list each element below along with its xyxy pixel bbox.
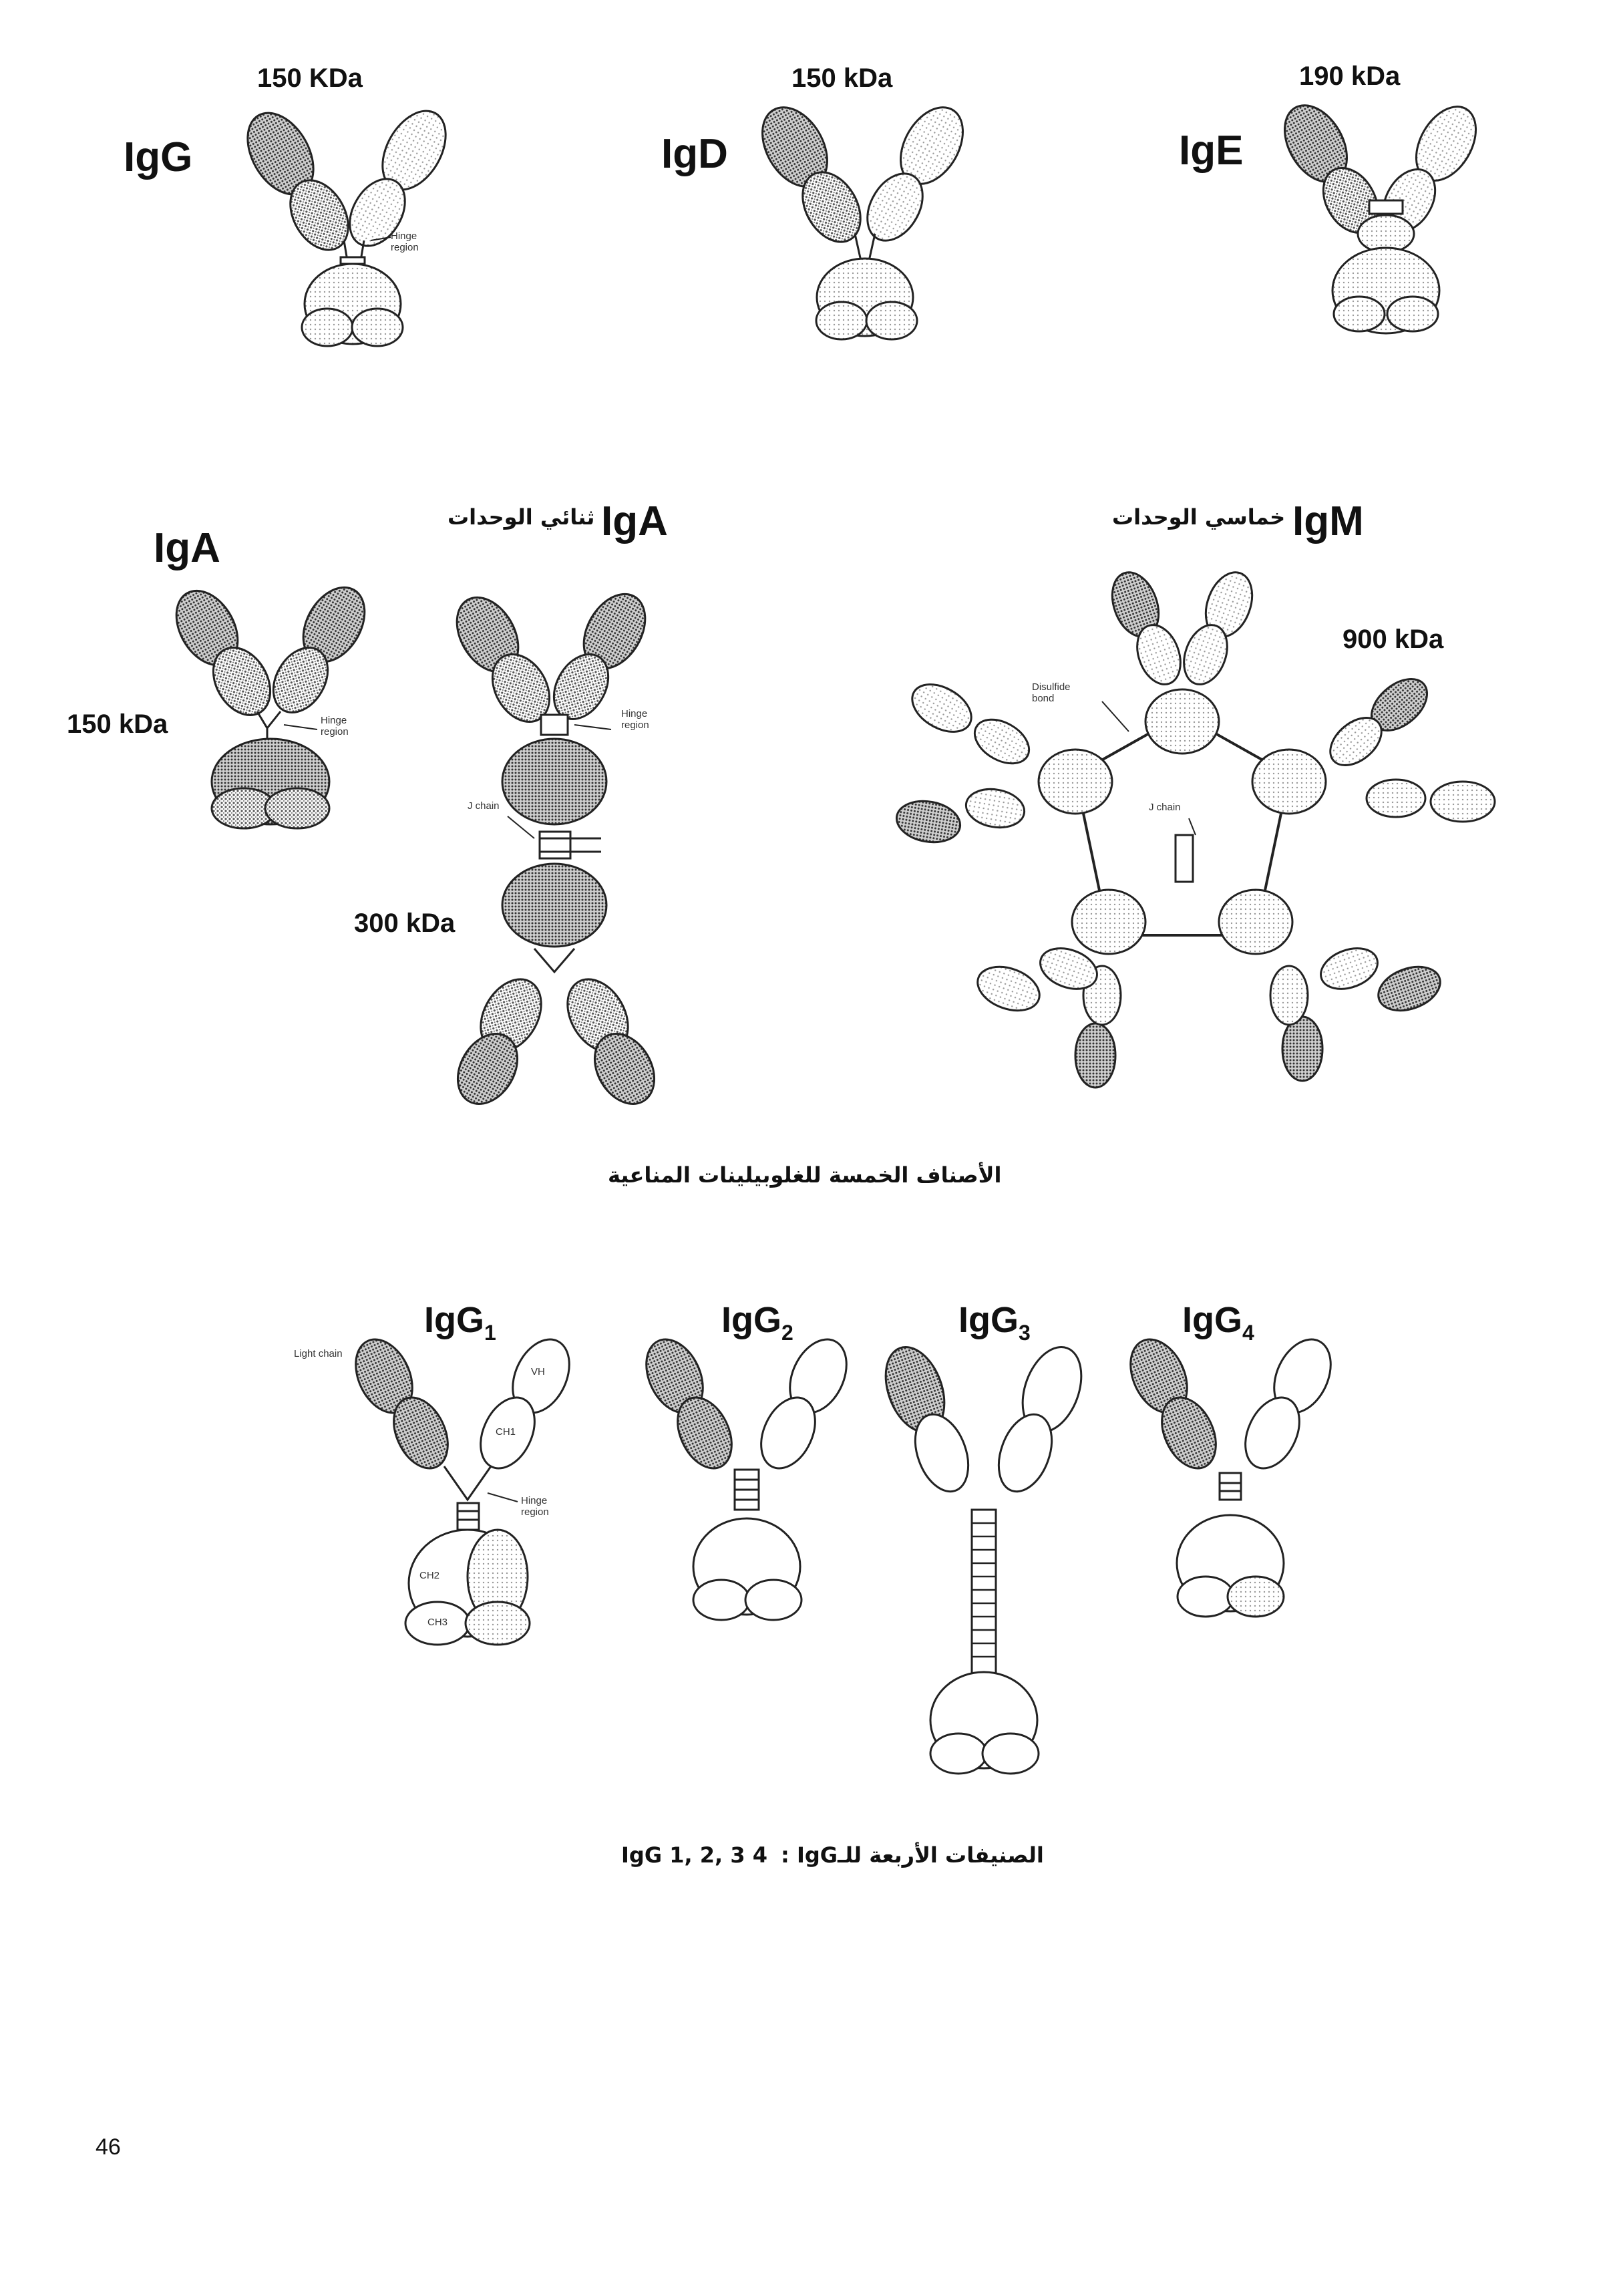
igg1-light-chain-label: Light chain [294, 1348, 343, 1359]
ige-title: IgE [1179, 128, 1244, 174]
igm-title: IgM [1292, 498, 1364, 544]
caption-subclasses-english: IgG 1, 2, 3 4 [621, 1842, 768, 1868]
igd-diagram [761, 106, 964, 341]
iga-dimer-arabic-label: ثنائي الوحدات [448, 504, 595, 530]
igm-pentamer-diagram [895, 571, 1496, 1089]
igg1-ch3-label: CH3 [427, 1617, 448, 1628]
igm-weight: 900 kDa [1343, 625, 1444, 654]
igg-weight: 150 KDa [257, 63, 363, 93]
figure-caption-classes: الأصناف الخمسة للغلوبيلينات المناعية [608, 1162, 1002, 1188]
iga-monomer-diagram [175, 586, 366, 830]
igd-title: IgD [661, 131, 728, 177]
igg-diagram [246, 110, 447, 347]
igm-jchain-label: J chain [1149, 802, 1181, 813]
iga-dimer-title: IgA [601, 498, 668, 544]
igg3-title: IgG3 [958, 1300, 1031, 1345]
ige-diagram [1284, 104, 1477, 335]
igm-arabic-label: خماسي الوحدات [1112, 504, 1286, 530]
igg4-title: IgG4 [1182, 1300, 1254, 1345]
igg-hinge-label: Hinge region [391, 230, 419, 253]
iga-monomer-hinge-label: Hinge region [321, 715, 349, 737]
iga-monomer-weight: 150 kDa [67, 709, 168, 739]
iga-monomer-title: IgA [154, 525, 220, 571]
page-number: 46 [96, 2134, 121, 2160]
iga-dimer-diagram [456, 593, 656, 1105]
igg1-ch2-label: CH2 [419, 1570, 440, 1581]
iga-dimer-jchain-label: J chain [468, 800, 500, 812]
igg1-vh-label: VH [531, 1366, 545, 1377]
igg1-hinge-label: Hinge region [521, 1495, 549, 1518]
ige-weight: 190 kDa [1299, 61, 1401, 91]
igg2-diagram [645, 1338, 848, 1621]
igg4-diagram [1129, 1338, 1332, 1618]
igg1-diagram [355, 1338, 570, 1646]
iga-dimer-hinge-label: Hinge region [621, 708, 649, 731]
figure-caption-subclasses: IgG 1, 2, 3 4 الصنيفات الأربعة للـIgG : [621, 1842, 1044, 1868]
igg-title: IgG [124, 134, 193, 180]
igd-weight: 150 kDa [791, 63, 893, 93]
iga-dimer-weight: 300 kDa [354, 909, 456, 938]
igg2-title: IgG2 [721, 1300, 793, 1345]
igg1-ch1-label: CH1 [496, 1426, 516, 1438]
caption-subclasses-arabic: الصنيفات الأربعة للـIgG : [781, 1842, 1044, 1868]
igg3-diagram [884, 1345, 1083, 1775]
igm-disulfide-label: Disulfide bond [1032, 681, 1071, 704]
igg1-title: IgG1 [424, 1300, 496, 1345]
